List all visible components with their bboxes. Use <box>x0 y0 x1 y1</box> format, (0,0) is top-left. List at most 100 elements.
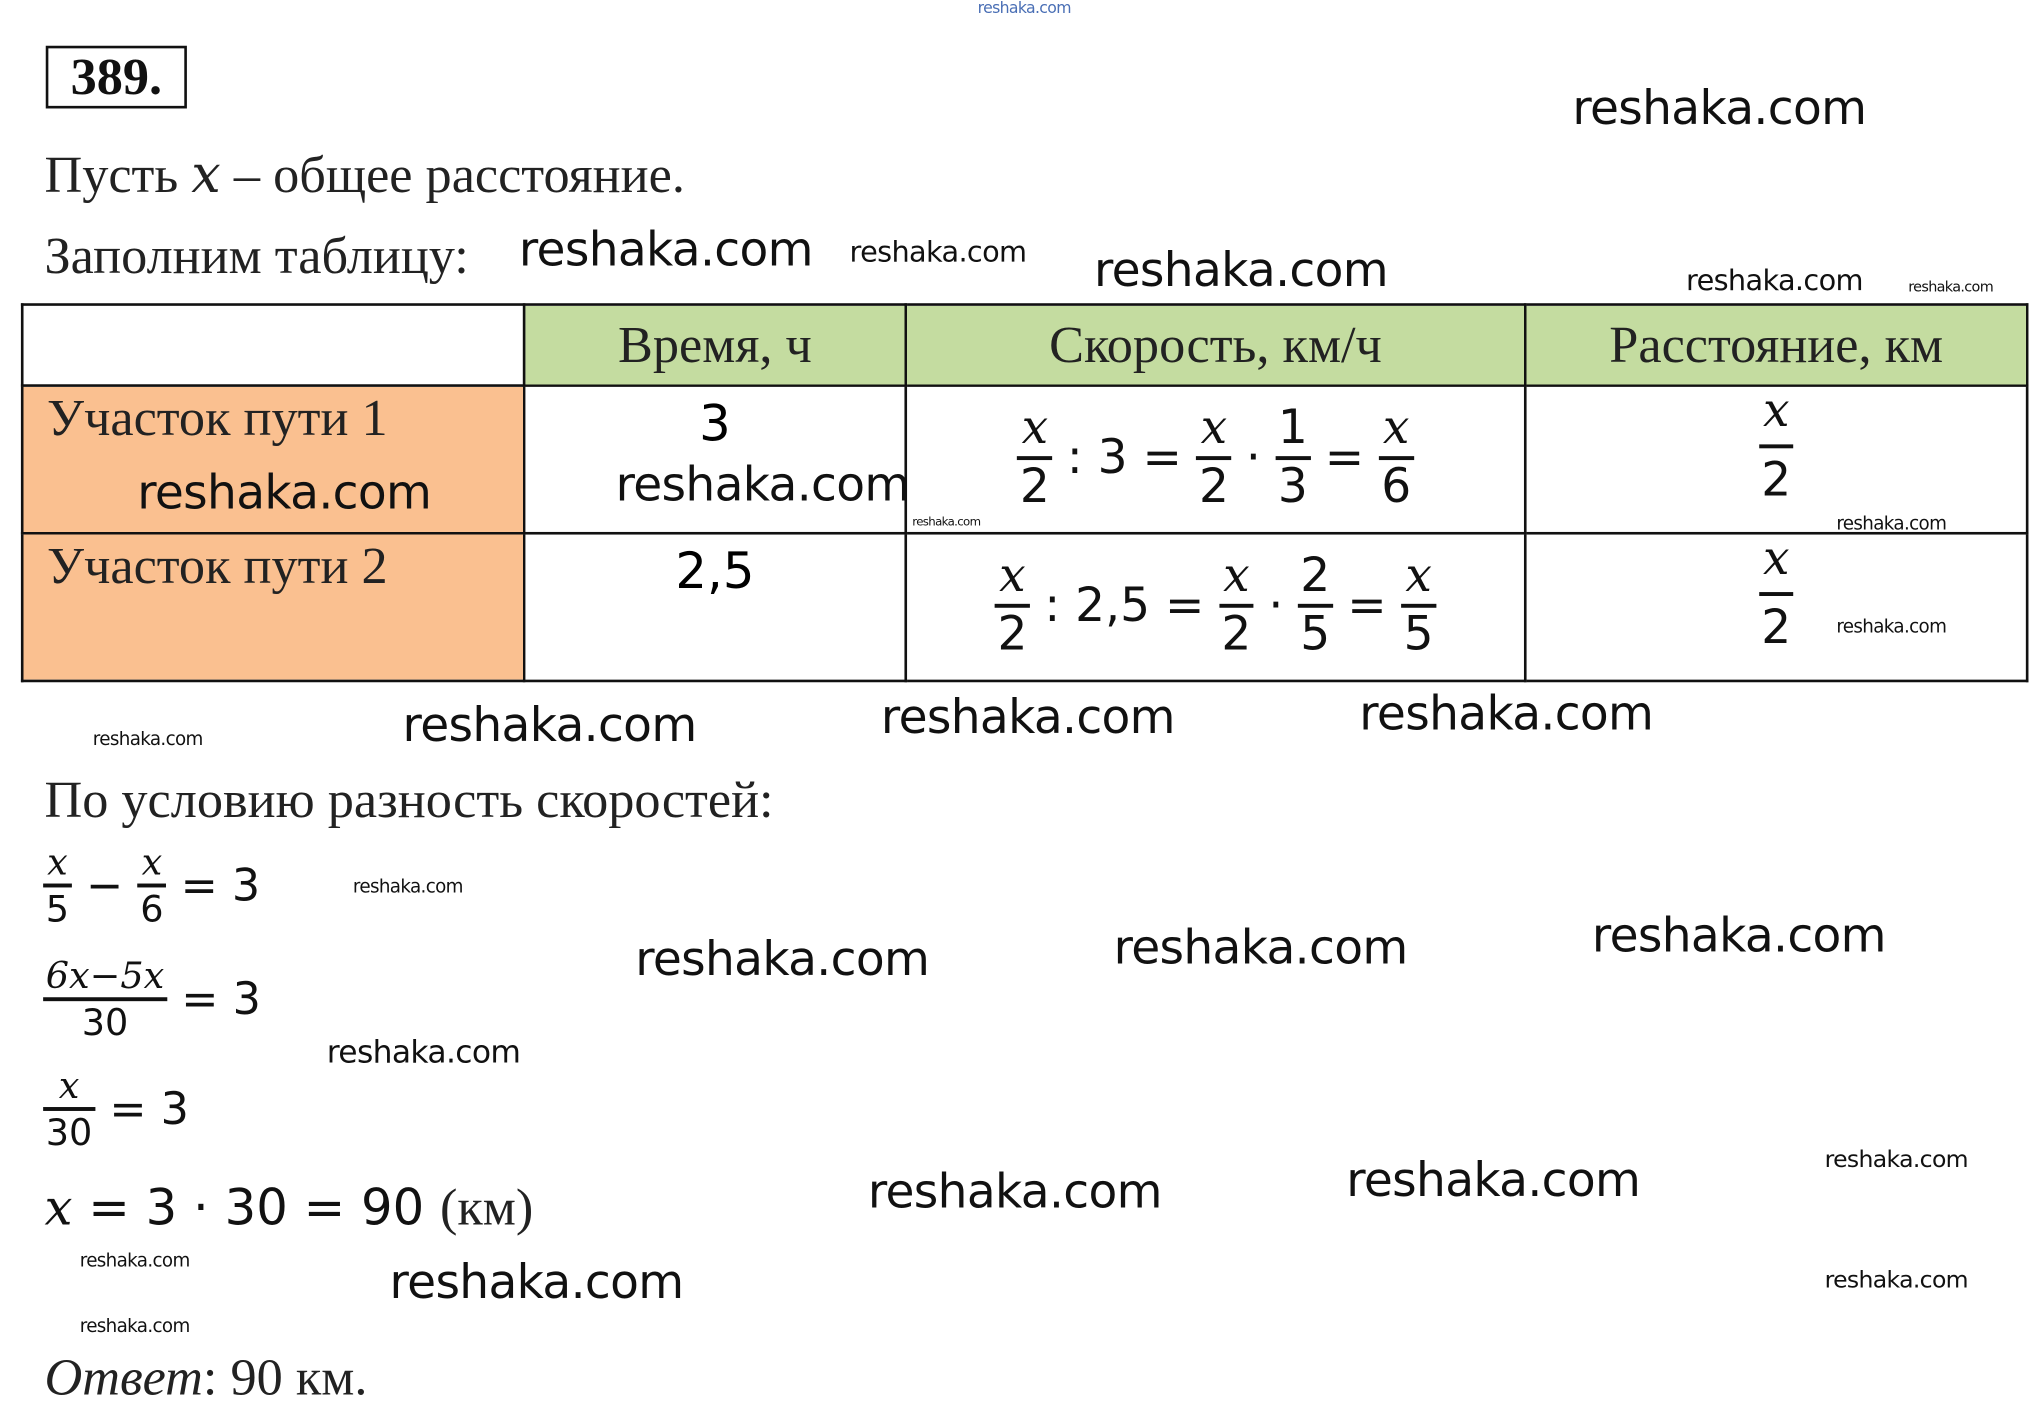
frac-num: x <box>1200 401 1228 456</box>
intro-text: Пусть x – общее расстояние. <box>44 144 684 205</box>
watermark: reshaka.com <box>1346 1154 1641 1208</box>
watermark: reshaka.com <box>1836 513 1947 535</box>
header-empty <box>20 303 526 387</box>
frac-den: 2 <box>1761 600 1792 655</box>
time-value: 3 <box>699 394 731 453</box>
watermark: reshaka.com <box>867 1165 1163 1220</box>
watermark: reshaka.com <box>1093 244 1389 298</box>
watermark: reshaka.com <box>326 1033 521 1071</box>
frac-num: x <box>999 549 1026 603</box>
watermark: reshaka.com <box>635 933 930 987</box>
frac-num: x <box>1223 549 1250 603</box>
header-distance: Расстояние, км <box>1523 303 2029 387</box>
frac-den: 2 <box>1198 460 1229 514</box>
watermark: reshaka.com <box>518 223 814 278</box>
equation-4: x = 3 · 30 = 90 (км) <box>44 1176 533 1237</box>
answer-text: : 90 км. <box>202 1347 368 1407</box>
watermark: reshaka.com <box>1359 687 1654 742</box>
frac-den: 30 <box>81 1001 129 1045</box>
op: = 3 <box>181 973 261 1026</box>
op: : 2,5 = <box>1044 579 1205 633</box>
fill-table-text: Заполним таблицу: <box>44 226 469 285</box>
intro-x: x <box>191 145 221 206</box>
op: = <box>1324 431 1365 485</box>
answer-label: Ответ <box>44 1347 203 1407</box>
frac-num: 6x−5x <box>45 954 165 998</box>
watermark: reshaka.com <box>1572 82 1867 136</box>
row-label: Участок пути 2 <box>20 531 526 683</box>
watermark: reshaka.com <box>880 691 1176 745</box>
watermark: reshaka.com <box>402 699 698 753</box>
answer: Ответ: 90 км. <box>44 1346 367 1407</box>
op: = 3 <box>109 1083 189 1136</box>
frac-den: 2 <box>1221 607 1252 662</box>
header-time: Время, ч <box>522 303 908 387</box>
eq-unit: (км) <box>439 1177 534 1237</box>
frac-den: 5 <box>45 887 70 932</box>
table-header-row: Время, ч Скорость, км/ч Расстояние, км <box>20 303 2029 387</box>
op: = <box>1347 579 1387 633</box>
op: − <box>86 859 124 913</box>
frac-num: x <box>1762 531 1790 586</box>
problem-number: 389. <box>45 45 187 109</box>
watermark: reshaka.com <box>1824 1146 1969 1174</box>
watermark: reshaka.com <box>912 516 981 530</box>
eq-rest: = 3 · 30 = 90 <box>72 1178 440 1236</box>
intro-b: – общее расстояние. <box>220 145 685 204</box>
frac-num: x <box>1405 549 1432 603</box>
frac-num: 1 <box>1277 401 1308 456</box>
watermark: reshaka.com <box>1824 1266 1969 1294</box>
watermark: reshaka.com <box>389 1256 684 1310</box>
solution-table: Время, ч Скорость, км/ч Расстояние, км У… <box>20 303 2029 683</box>
op: : 3 = <box>1066 431 1182 485</box>
watermark: reshaka.com <box>79 1316 191 1338</box>
frac-num: 2 <box>1300 549 1331 603</box>
frac-den: 30 <box>45 1111 93 1155</box>
frac-num: x <box>1762 384 1790 438</box>
op: · <box>1268 579 1284 633</box>
frac-num: x <box>47 840 68 884</box>
op: · <box>1245 431 1261 485</box>
op: = 3 <box>180 859 261 913</box>
frac-num: x <box>1021 401 1049 456</box>
watermark: reshaka.com <box>92 729 204 751</box>
watermark: reshaka.com <box>977 0 1072 17</box>
time-value: 2,5 <box>675 542 755 600</box>
intro-a: Пусть <box>44 145 192 204</box>
watermark: reshaka.com <box>1591 909 1887 964</box>
frac-den: 3 <box>1277 460 1308 514</box>
watermark: reshaka.com <box>1113 921 1409 976</box>
frac-num: x <box>1382 401 1410 456</box>
frac-den: 2 <box>1019 460 1050 514</box>
frac-den: 5 <box>1403 607 1434 662</box>
watermark: reshaka.com <box>1908 278 1994 296</box>
watermark: reshaka.com <box>79 1250 191 1272</box>
watermark: reshaka.com <box>352 876 464 898</box>
condition-text: По условию разность скоростей: <box>44 769 774 829</box>
row-time: 3 <box>522 384 908 535</box>
frac-num: x <box>58 1063 80 1108</box>
frac-den: 2 <box>997 607 1028 662</box>
frac-num: x <box>141 840 163 884</box>
watermark: reshaka.com <box>1836 616 1947 638</box>
row-label: Участок пути 1 <box>20 384 526 535</box>
watermark: reshaka.com <box>1686 265 1864 298</box>
eq-x: x <box>44 1178 73 1236</box>
header-speed: Скорость, км/ч <box>904 303 1527 387</box>
frac-den: 6 <box>140 887 164 932</box>
watermark: reshaka.com <box>849 236 1028 270</box>
frac-den: 5 <box>1300 607 1331 662</box>
row-time: 2,5 <box>522 531 908 683</box>
watermark: reshaka.com <box>137 466 432 521</box>
frac-den: 2 <box>1761 453 1792 507</box>
